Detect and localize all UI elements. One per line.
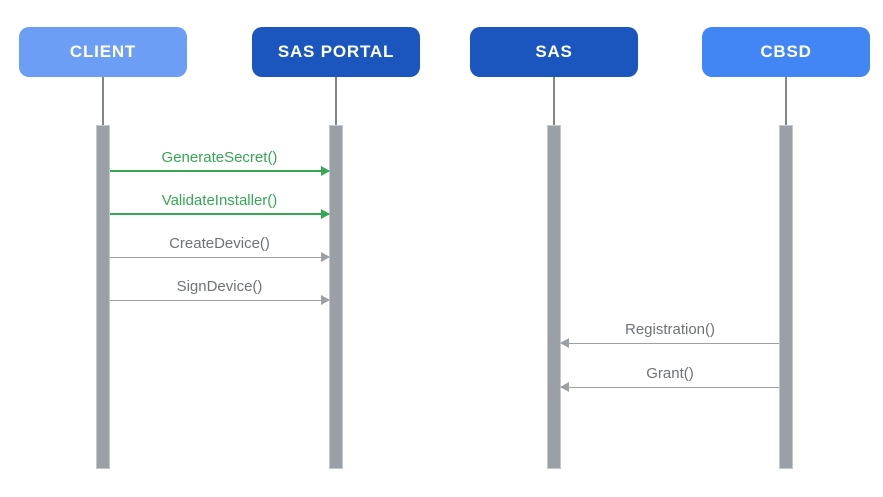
activation-bar-client	[96, 125, 110, 469]
activation-bar-cbsd	[779, 125, 793, 469]
message-grant-arrow	[561, 386, 779, 388]
message-grant: Grant()	[561, 366, 779, 388]
message-sign-device: SignDevice()	[110, 279, 329, 301]
message-validate-installer: ValidateInstaller()	[110, 193, 329, 215]
lifeline-client	[102, 77, 104, 125]
message-create-device-label: CreateDevice()	[169, 235, 270, 252]
lifeline-sas	[553, 77, 555, 125]
message-grant-label: Grant()	[646, 365, 694, 382]
actor-sas-box: SAS	[470, 27, 638, 77]
lifeline-sas-portal	[335, 77, 337, 125]
message-create-device: CreateDevice()	[110, 236, 329, 258]
message-create-device-arrow	[110, 256, 329, 258]
activation-bar-sas	[547, 125, 561, 469]
message-sign-device-label: SignDevice()	[176, 278, 263, 295]
actor-sas-portal-label: SAS PORTAL	[277, 42, 395, 61]
activation-bar-sas-portal	[329, 125, 343, 469]
actor-client-box: CLIENT	[19, 27, 187, 77]
actor-sas-label: SAS	[535, 42, 573, 61]
message-registration-arrow	[561, 342, 779, 344]
actor-client-label: CLIENT	[69, 42, 137, 61]
message-validate-installer-arrow	[110, 213, 329, 215]
message-sign-device-arrow	[110, 299, 329, 301]
message-generate-secret-label: GenerateSecret()	[161, 149, 278, 166]
message-generate-secret: GenerateSecret()	[110, 150, 329, 172]
message-registration-label: Registration()	[624, 321, 716, 338]
actor-sas-portal-box: SAS PORTAL	[252, 27, 420, 77]
message-generate-secret-arrow	[110, 170, 329, 172]
actor-cbsd-box: CBSD	[702, 27, 870, 77]
actor-cbsd-label: CBSD	[760, 42, 812, 61]
message-registration: Registration()	[561, 322, 779, 344]
message-validate-installer-label: ValidateInstaller()	[161, 192, 278, 209]
lifeline-cbsd	[785, 77, 787, 125]
